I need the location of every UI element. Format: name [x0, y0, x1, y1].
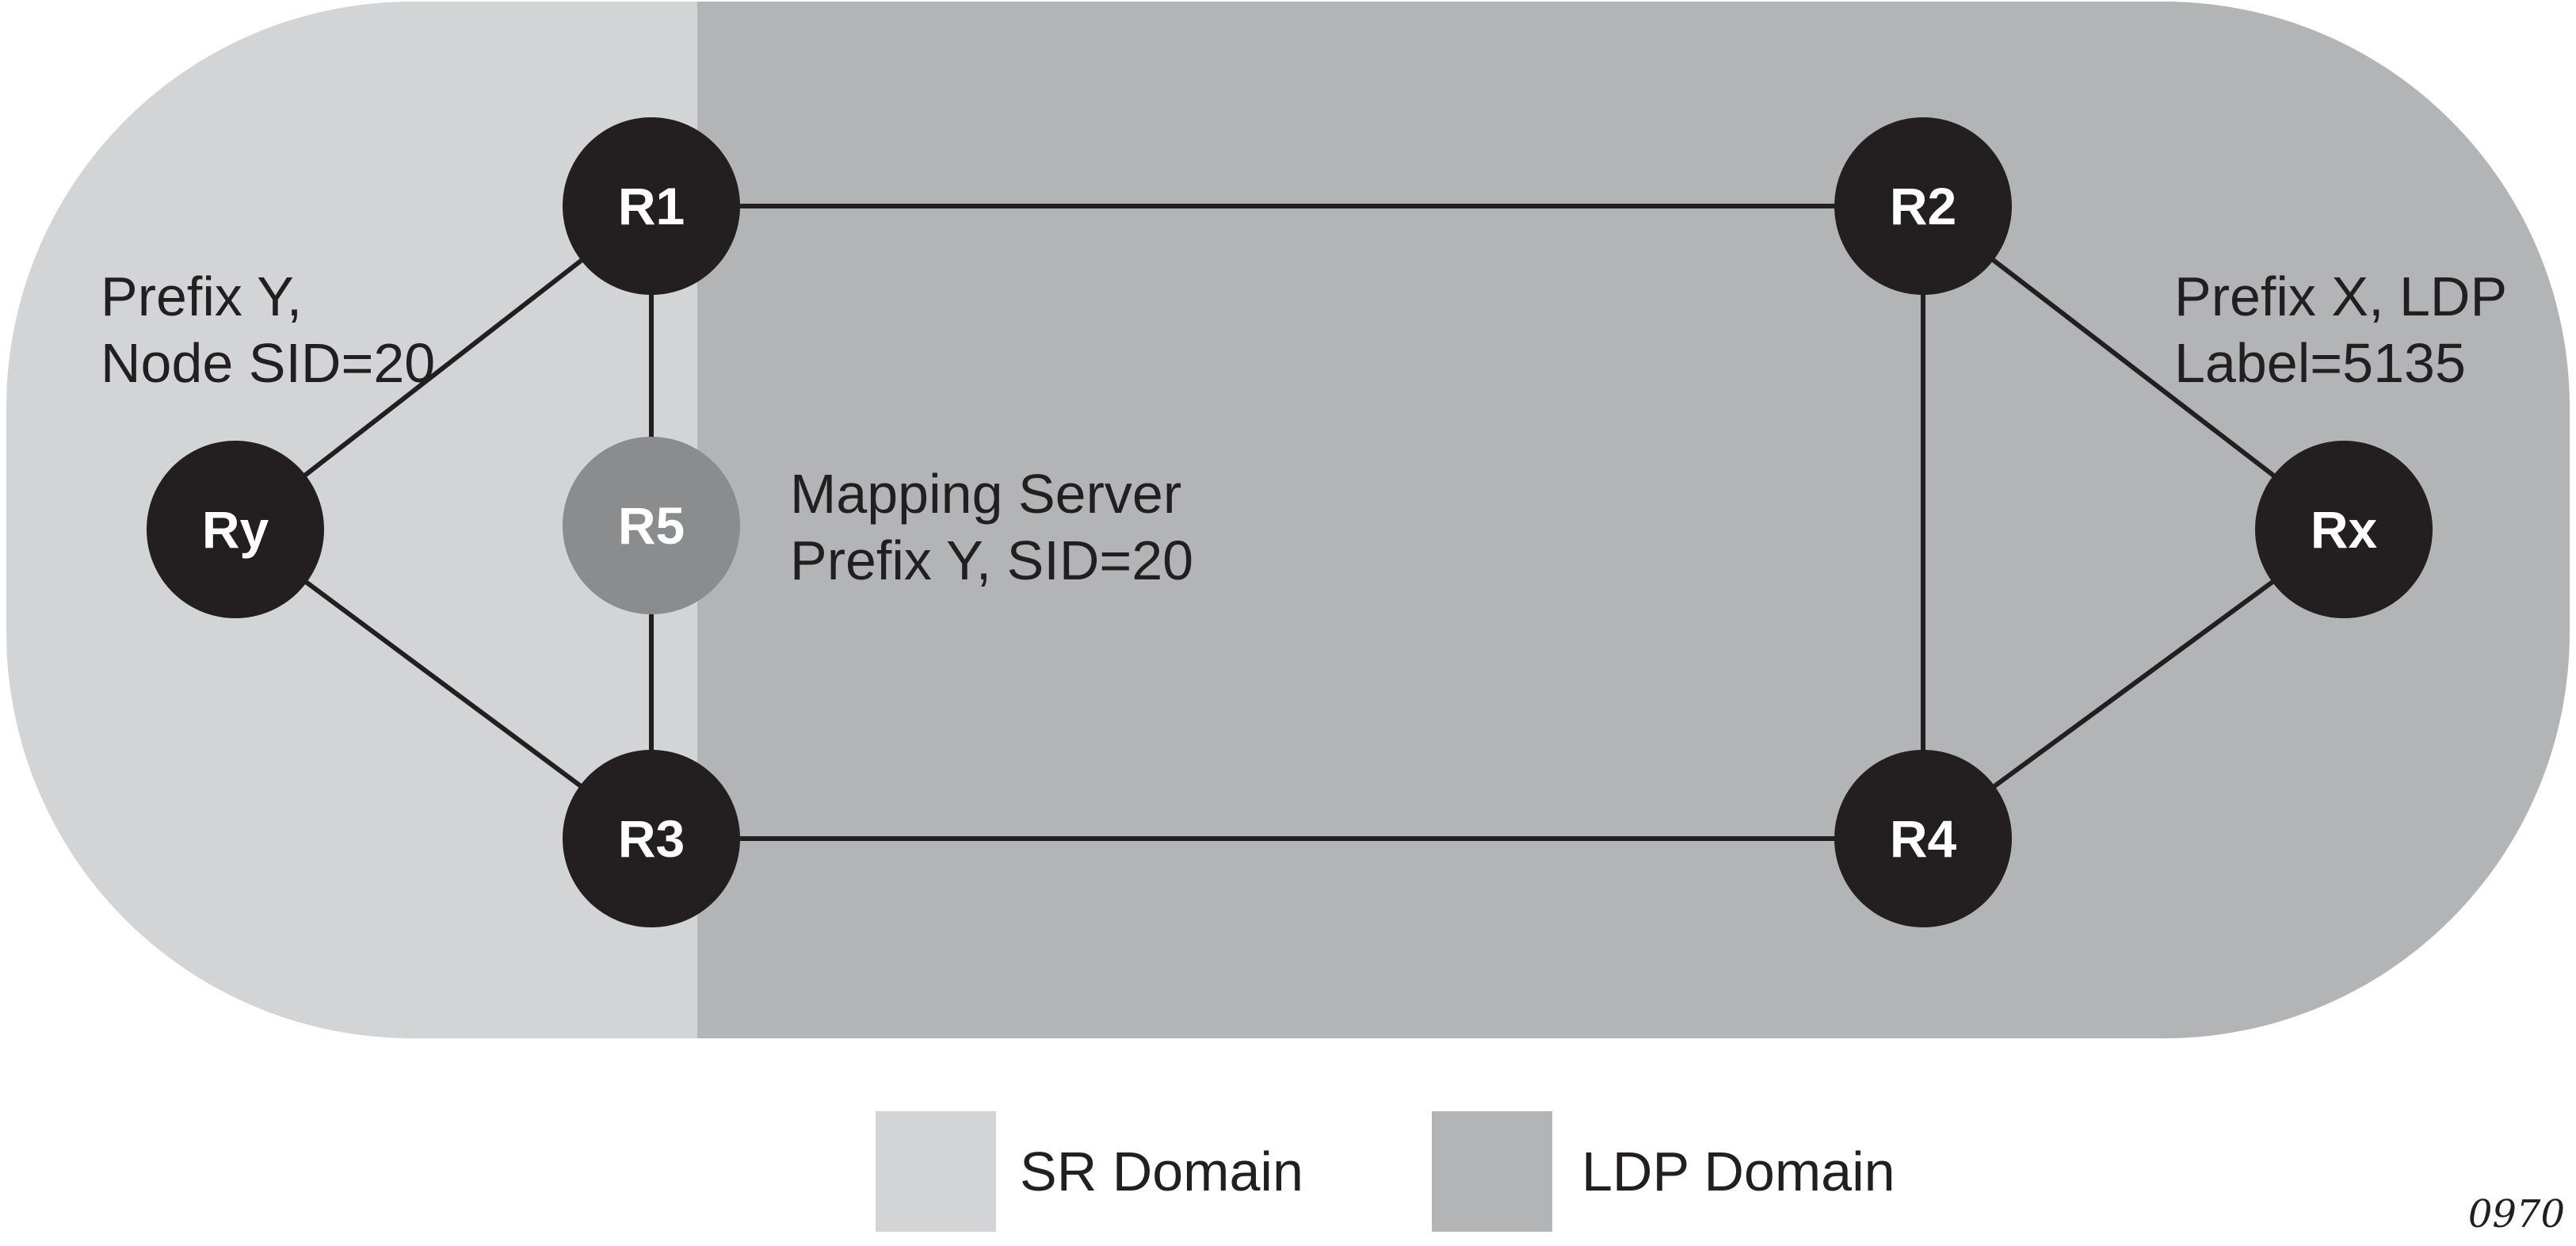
node-r3: R3: [563, 750, 740, 927]
legend-item-ldp-domain: LDP Domain: [1432, 1111, 1895, 1232]
annotation-prefix-y: Prefix Y, Node SID=20: [101, 263, 435, 396]
sr-domain-swatch: [876, 1111, 996, 1232]
annotation-mapping-server: Mapping Server Prefix Y, SID=20: [790, 461, 1193, 594]
ldp-domain-legend-label: LDP Domain: [1582, 1141, 1895, 1202]
figure-number: 0970: [2467, 1192, 2565, 1236]
annotation-prefix-x-line1: Prefix X, LDP: [2174, 266, 2508, 327]
node-rx-label: Rx: [2310, 500, 2378, 559]
node-r5-label: R5: [617, 496, 685, 555]
annotation-prefix-x: Prefix X, LDP Label=5135: [2174, 263, 2507, 396]
node-ry-label: Ry: [201, 500, 269, 559]
annotation-mapping-server-line1: Mapping Server: [790, 463, 1182, 525]
node-r2-label: R2: [1889, 177, 1957, 235]
edge-r3-r4: [651, 836, 1923, 841]
annotation-prefix-y-line2: Node SID=20: [101, 332, 436, 394]
node-r2: R2: [1834, 117, 2012, 295]
edge-r1-r2: [651, 204, 1923, 208]
annotation-mapping-server-line2: Prefix Y, SID=20: [790, 529, 1194, 591]
node-r5-mapping-server: R5: [563, 437, 740, 614]
node-rx: Rx: [2255, 441, 2433, 618]
node-r1-label: R1: [617, 177, 685, 235]
annotation-prefix-y-line1: Prefix Y,: [101, 266, 303, 327]
node-r4-label: R4: [1889, 809, 1957, 868]
sr-domain-legend-label: SR Domain: [1020, 1141, 1303, 1202]
node-r1: R1: [563, 117, 740, 295]
node-ry: Ry: [147, 441, 324, 618]
node-r4: R4: [1834, 750, 2012, 927]
annotation-prefix-x-line2: Label=5135: [2174, 332, 2466, 394]
legend-item-sr-domain: SR Domain: [876, 1111, 1303, 1232]
node-r3-label: R3: [617, 809, 685, 868]
edge-r2-r4: [1921, 206, 1925, 839]
ldp-domain-swatch: [1432, 1111, 1552, 1232]
domains-stadium: [6, 2, 2570, 1038]
